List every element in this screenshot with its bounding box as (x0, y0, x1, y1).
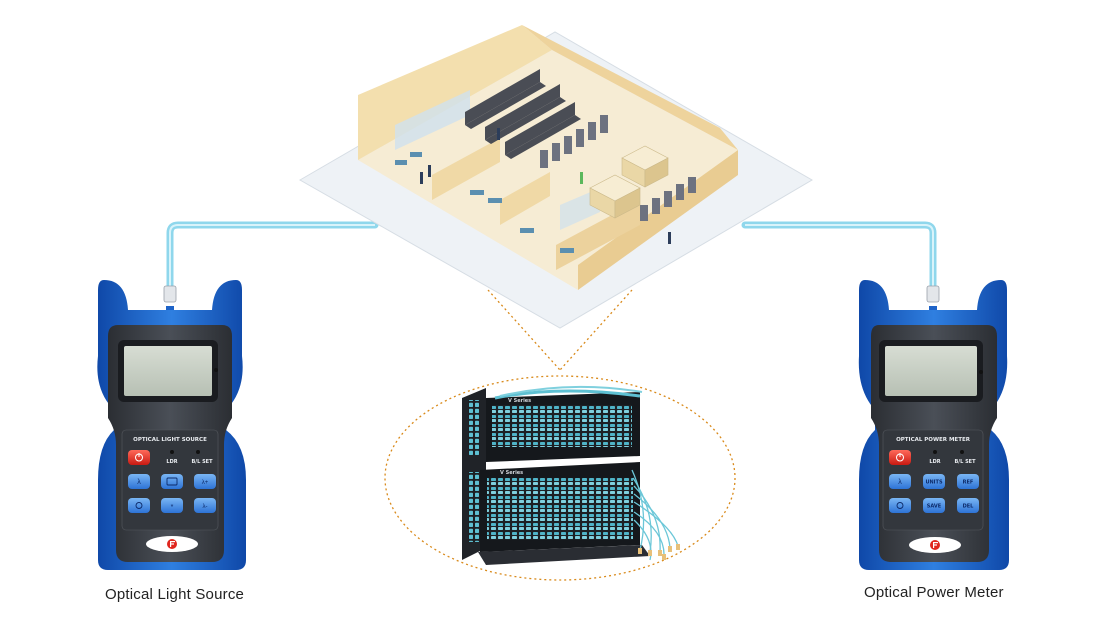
lambda-plus-button[interactable]: λ+ (194, 474, 216, 489)
lambda-plus-icon: λ+ (202, 480, 209, 486)
lambda-button[interactable]: λ (128, 474, 150, 489)
del-button[interactable]: DEL (957, 498, 979, 513)
save-label: SAVE (927, 504, 942, 510)
optical-light-source-device: OPTICAL LIGHT SOURCE LDR B/L SET λ λ+ (97, 280, 246, 570)
data-center-floor-plan (298, 25, 813, 329)
lambda-icon: λ (137, 479, 141, 486)
bl-set-label: B/L SET (192, 459, 214, 465)
hold-icon (166, 477, 178, 486)
display-button[interactable] (128, 498, 150, 513)
power-meter-caption: Optical Power Meter (864, 584, 1004, 601)
lambda-minus-icon: λ- (203, 504, 208, 510)
display-icon (896, 502, 904, 509)
pm-ldr-label: LDR (929, 459, 940, 465)
save-button[interactable]: SAVE (923, 498, 945, 513)
pm-lambda-button[interactable]: λ (889, 474, 911, 489)
fiber-cable-right (741, 221, 937, 292)
panel-series-bottom: V Series (500, 470, 523, 476)
units-button[interactable]: UNITS (923, 474, 945, 489)
ldr-label: LDR (166, 459, 177, 465)
patch-panel-closeup: V Series V Series (384, 375, 736, 581)
panel-series-top: V Series (508, 398, 531, 404)
power-icon (896, 453, 904, 462)
ref-button[interactable]: REF (957, 474, 979, 489)
power-button[interactable] (128, 450, 150, 465)
hold-button[interactable] (161, 474, 183, 489)
ref-label: REF (963, 480, 974, 486)
pm-display-button[interactable] (889, 498, 911, 513)
star-button[interactable]: * (161, 498, 183, 513)
fiber-cable-left (166, 221, 379, 292)
brand-logo (146, 536, 198, 552)
pm-bl-set-label: B/L SET (955, 459, 977, 465)
light-source-caption: Optical Light Source (105, 586, 245, 603)
lambda-minus-button[interactable]: λ- (194, 498, 216, 513)
del-label: DEL (963, 504, 975, 510)
brand-logo (909, 537, 961, 553)
power-icon (135, 453, 143, 462)
power-meter-panel-title: OPTICAL POWER METER (896, 437, 971, 443)
units-label: UNITS (925, 480, 943, 486)
display-icon (135, 502, 143, 509)
pm-power-button[interactable] (889, 450, 911, 465)
optical-power-meter-device: OPTICAL POWER METER LDR B/L SET λ UNITS … (858, 280, 1009, 570)
light-source-panel-title: OPTICAL LIGHT SOURCE (133, 437, 207, 443)
lambda-icon: λ (898, 479, 902, 486)
star-icon: * (171, 504, 174, 511)
